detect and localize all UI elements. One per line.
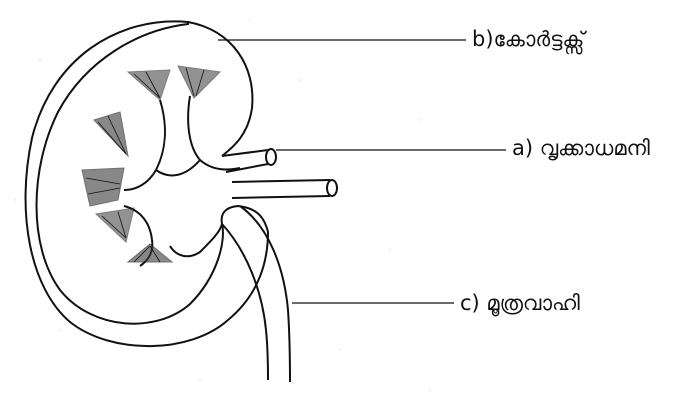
kidney-outline	[26, 21, 268, 346]
pyramid-left-upper	[94, 112, 128, 156]
renal-artery	[222, 149, 337, 198]
pyramid-striations	[86, 68, 204, 262]
leader-lines	[218, 40, 506, 303]
paper-texture	[14, 19, 431, 390]
pyramid-left-lower	[96, 208, 134, 242]
label-renal-artery: a) വൃക്കാധമനി	[512, 138, 650, 159]
ureter-right-wall	[240, 206, 290, 382]
pyramid-left-mid	[82, 168, 124, 206]
label-ureter: c) മൂത്രവാഹി	[460, 293, 580, 314]
pyramid-top-right	[178, 66, 220, 98]
label-cortex: b)കോർട്ടക്സ്	[472, 29, 584, 50]
